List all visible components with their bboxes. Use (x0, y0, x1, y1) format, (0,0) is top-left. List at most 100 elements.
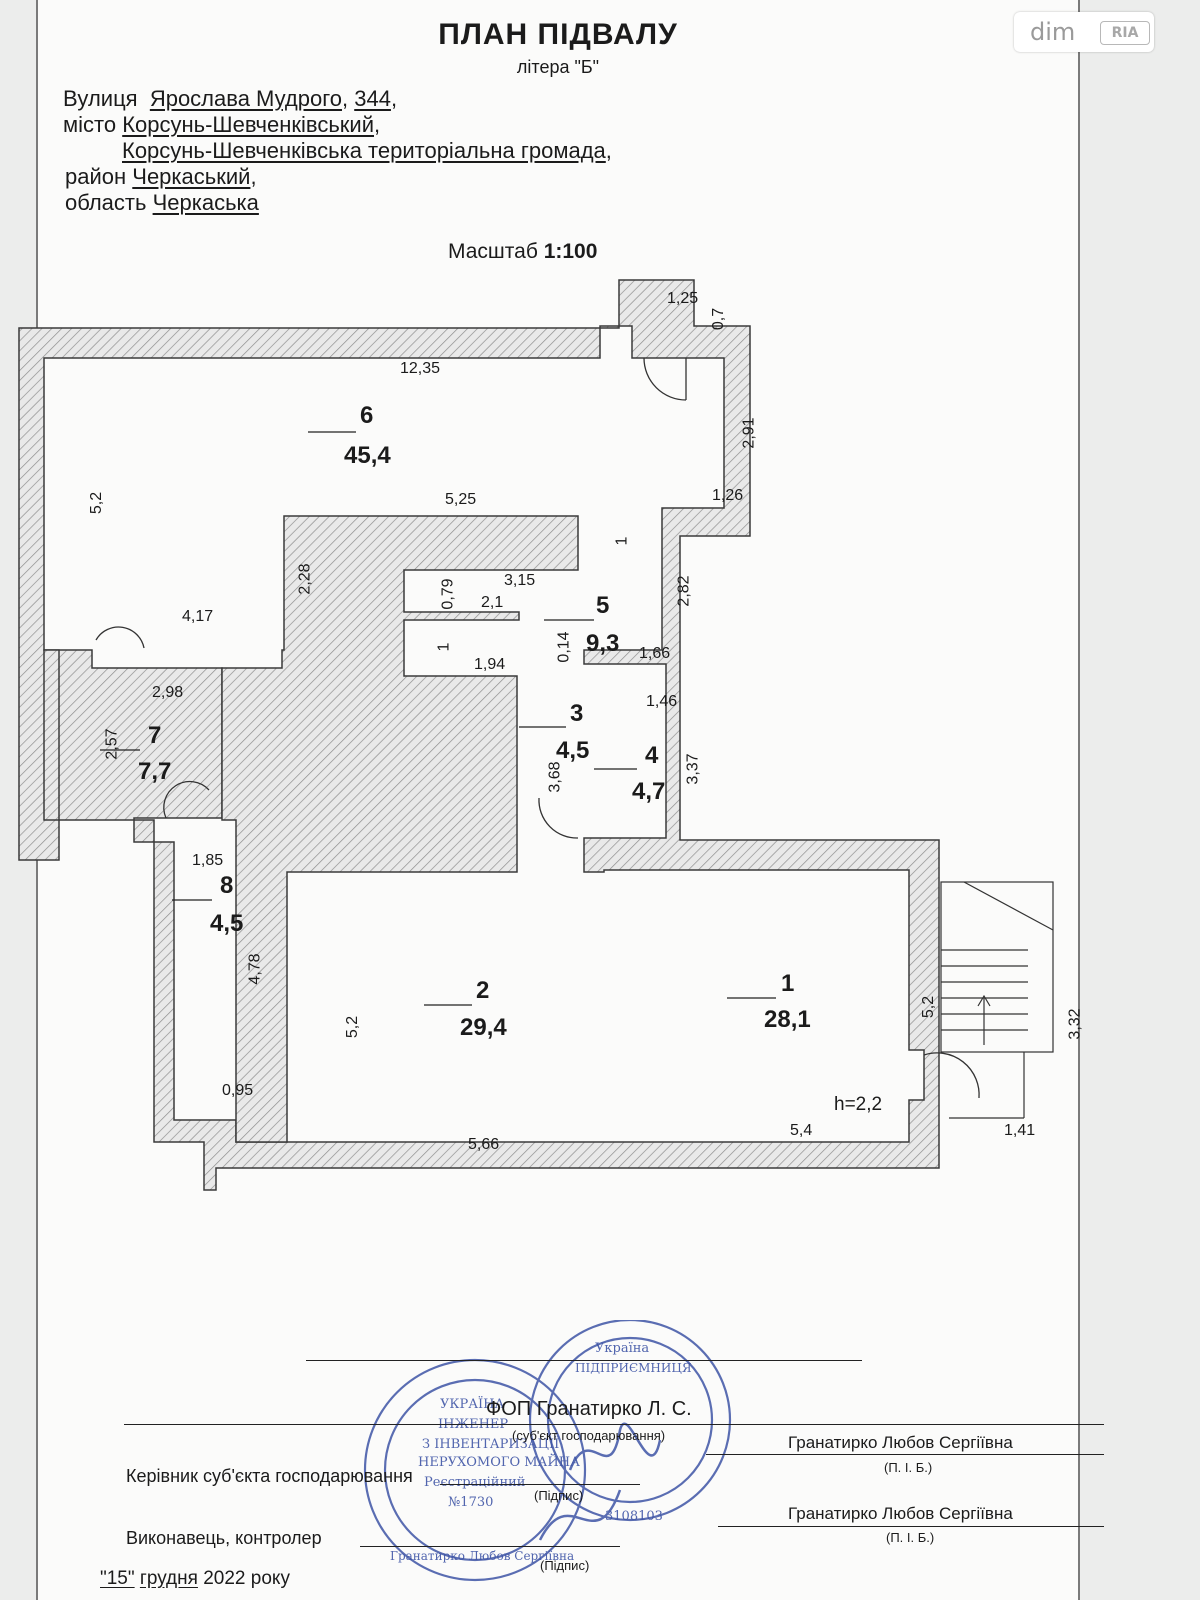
room-5-area: 9,3 (586, 630, 620, 657)
dim-label: 5,2 (88, 491, 106, 515)
region-value: Черкаська (152, 190, 259, 215)
stamp-text: Україна (595, 1341, 649, 1356)
dim-label: 1,26 (712, 487, 744, 504)
ceiling-height-label: h=2,2 (834, 1094, 883, 1115)
dim-label: 4,78 (246, 953, 264, 985)
stairs (940, 881, 1054, 1119)
pib-caption: (П. І. Б.) (884, 1460, 933, 1475)
dim-label: 1,66 (639, 645, 671, 662)
city-value: Корсунь-Шевченківський (122, 112, 374, 137)
dim-label: 0,95 (222, 1082, 254, 1099)
room-8-area: 4,5 (210, 910, 244, 937)
dim-label: 5,2 (344, 1015, 362, 1039)
dim-label: 4,17 (182, 608, 214, 625)
floor-plan (18, 279, 1054, 1191)
region-label: область (65, 190, 147, 215)
street-value: Ярослава Мудрого (149, 86, 342, 111)
city-label: місто (63, 112, 117, 137)
date-year: 2022 (203, 1568, 246, 1589)
stamp-text: Гранатирко Любов Сергіївна (390, 1549, 574, 1563)
dim-label: 1,46 (646, 693, 678, 710)
entity-caption: (суб'єкт господарювання) (512, 1428, 666, 1443)
dim-label: 2,28 (296, 563, 314, 595)
dim-label: 5,4 (790, 1122, 813, 1139)
room-7-number: 7 (148, 722, 162, 749)
executor-label: Виконавець, контролер (126, 1528, 322, 1548)
stamp-text: 3108103 (605, 1509, 663, 1524)
dim-label: 12,35 (400, 360, 441, 377)
dim-label: 0,79 (439, 578, 457, 610)
address-city-line: місто Корсунь-Шевченківський, (63, 112, 381, 137)
community-value: Корсунь-Шевченківська територіальна гром… (122, 138, 606, 163)
date-month: грудня (139, 1568, 198, 1589)
stamp-text: НЕРУХОМОГО МАЙНА (418, 1453, 580, 1470)
door-arc-entrance (923, 1052, 980, 1099)
manager-label: Керівник суб'єкта господарювання (126, 1466, 413, 1486)
dim-label: 1,94 (474, 656, 506, 673)
dim-label: 2,98 (152, 684, 184, 701)
signature-line (440, 1484, 640, 1485)
dim-label: 3,37 (684, 753, 702, 785)
central-wall-block (221, 515, 579, 1143)
signature-line (706, 1454, 1104, 1455)
dim-label: 0,14 (555, 631, 573, 663)
door-arc-top (643, 357, 687, 401)
dim-label: 1,85 (192, 852, 224, 869)
signature-line (360, 1546, 620, 1547)
room-4-area: 4,7 (632, 778, 666, 805)
dim-label: 2,91 (740, 417, 758, 449)
room-7-area: 7,7 (138, 758, 172, 785)
stamp-text: №1730 (448, 1495, 493, 1510)
room-5-number: 5 (596, 592, 610, 619)
address-region-line: область Черкаська (65, 190, 259, 216)
signature-line (306, 1360, 862, 1361)
house-number: 344 (354, 86, 391, 111)
dim-label: 5,2 (920, 995, 938, 1019)
scale-line: Масштаб 1:100 (448, 240, 597, 264)
dim-label: 1,25 (667, 290, 699, 307)
dim-label: 1 (613, 536, 631, 546)
street-label: Вулиця (63, 86, 138, 111)
room-2-area: 29,4 (460, 1014, 507, 1041)
stamp-text: Реєстраційний (424, 1475, 525, 1490)
address-district-line: район Черкаський, (65, 164, 257, 189)
door-arc-room3 (538, 797, 579, 839)
dim-label: 3,32 (1066, 1008, 1084, 1040)
room-1-number: 1 (781, 970, 795, 997)
dim-label: 1,41 (1004, 1122, 1036, 1139)
room-6-number: 6 (360, 402, 374, 429)
date-day: "15" (100, 1568, 135, 1589)
door-arc-room8 (163, 780, 210, 819)
wall-north (18, 279, 940, 1191)
room-6-area: 45,4 (344, 442, 391, 469)
dim-label: 2,57 (103, 728, 121, 760)
pib-caption: (П. І. Б.) (886, 1530, 935, 1545)
sign-caption: (Підпис) (540, 1558, 590, 1573)
dim-label: 3,68 (546, 761, 564, 793)
watermark-text: RIA (1100, 21, 1150, 45)
page-subtitle: літера "Б" (516, 57, 600, 77)
district-value: Черкаський (132, 164, 251, 189)
manager-name: Гранатирко Любов Сергіївна (788, 1433, 1013, 1452)
dim-label: 5,25 (445, 491, 477, 508)
dimria-watermark: dim RIA (1014, 12, 1154, 52)
district-label: район (65, 164, 127, 189)
room-1-area: 28,1 (764, 1006, 811, 1033)
dim-label: 1 (435, 642, 453, 652)
door-arc-room7 (95, 626, 145, 649)
official-stamp: УКРАЇНА ІНЖЕНЕР З ІНВЕНТАРИЗАЦІЇ НЕРУХОМ… (363, 1320, 732, 1582)
sign-caption: (Підпис) (534, 1488, 584, 1503)
signature-line (124, 1424, 1104, 1425)
address-street-line: Вулиця Ярослава Мудрого, 344, (63, 86, 398, 111)
dim-label: 2,1 (481, 594, 504, 611)
signature-line (718, 1526, 1104, 1527)
page-title: ПЛАН ПІДВАЛУ (438, 18, 678, 51)
watermark-text: dim (1030, 18, 1076, 46)
dim-label: 3,15 (504, 572, 536, 589)
dim-label: 5,66 (468, 1136, 500, 1153)
dim-label: 0,7 (710, 307, 728, 331)
room-2-number: 2 (476, 977, 490, 1004)
room-8-number: 8 (220, 872, 234, 899)
scale-value: 1:100 (543, 240, 598, 263)
stamp-text: ПІДПРИЄМНИЦЯ (575, 1361, 692, 1375)
